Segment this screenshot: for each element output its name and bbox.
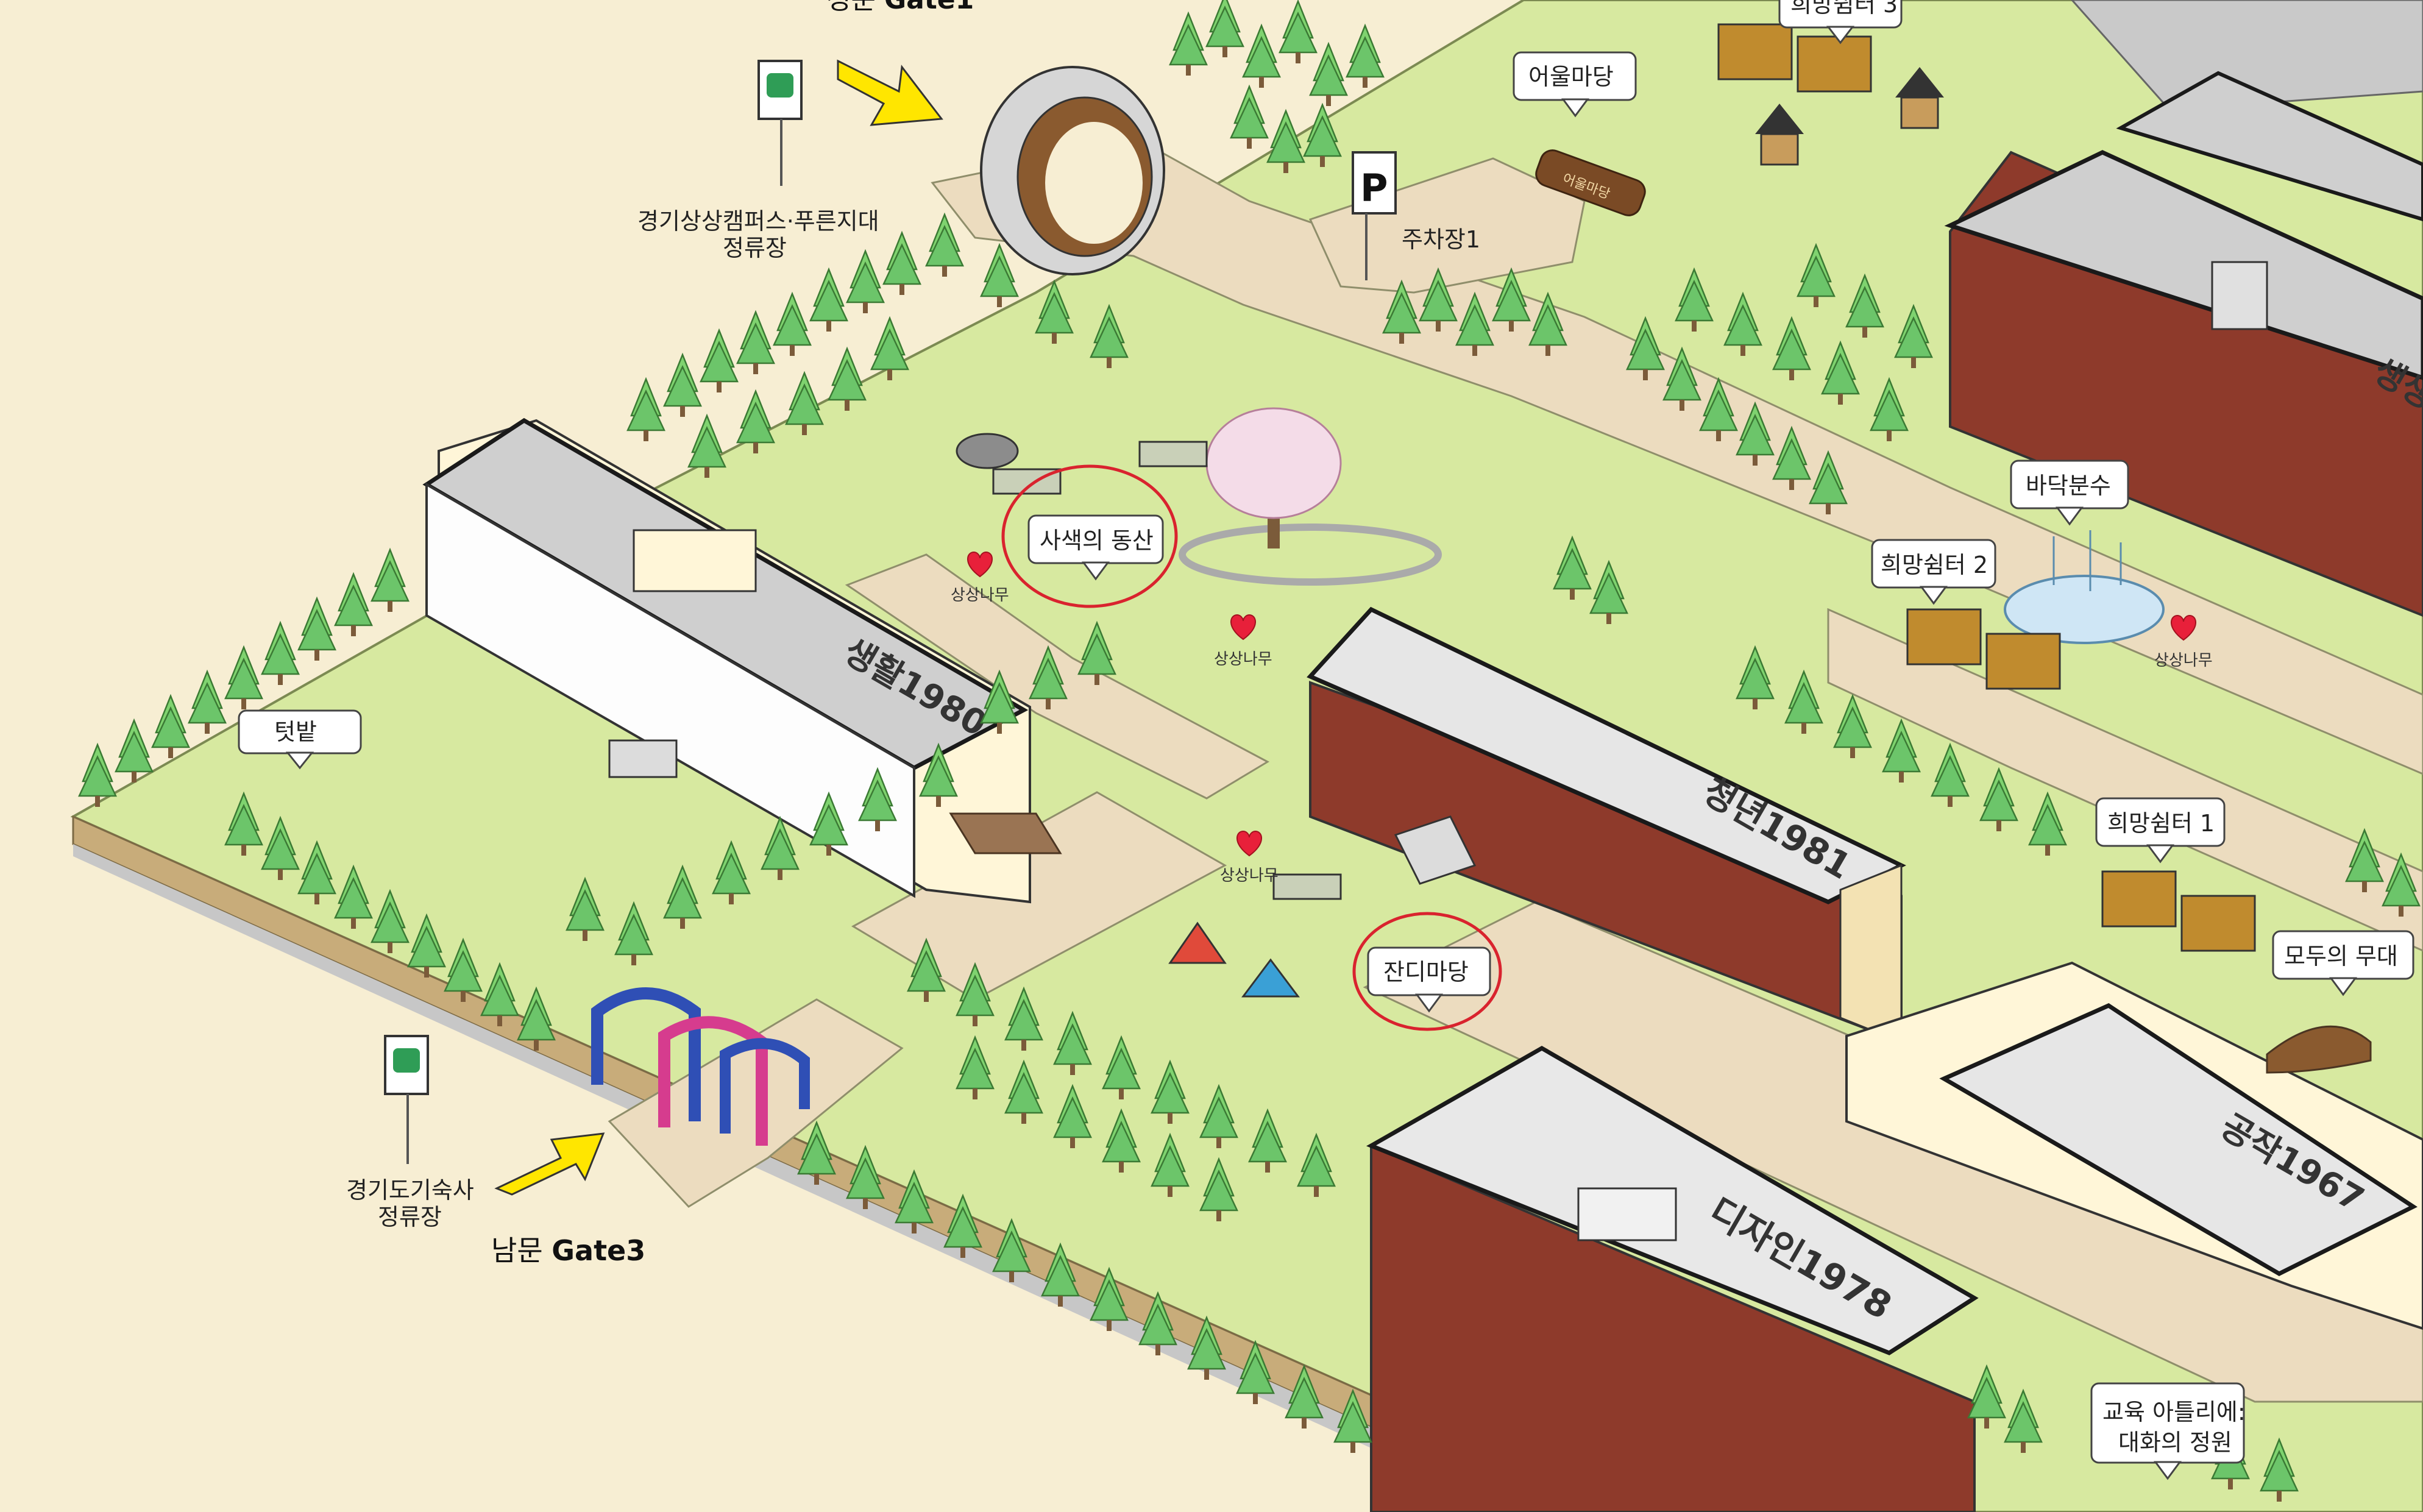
bus-stop-south-line2[interactable]: 정류장 [378, 1204, 442, 1230]
floor-fountain-label[interactable]: 바닥분수 [2010, 460, 2129, 526]
south-gate-prefix: 남문 [491, 1234, 543, 1267]
pavilions [1717, 23, 2256, 952]
svg-text:희망쉼터 1: 희망쉼터 1 [2107, 810, 2215, 837]
north-gate-name: Gate1 [884, 0, 974, 15]
vegetable-garden-label[interactable]: 텃밭 [238, 709, 362, 770]
south-gate-arch [591, 987, 810, 1146]
imagination-tree-2[interactable]: 상상나무 [1214, 614, 1272, 669]
building-cheongnyeon-1981[interactable]: 청년1981 [1307, 606, 1906, 1044]
parking-letter: P [1360, 166, 1388, 210]
svg-text:희망쉼터 2: 희망쉼터 2 [1881, 552, 1988, 578]
building-saengsaeng[interactable]: 생생 [1944, 71, 2423, 617]
svg-text:사색의 동산: 사색의 동산 [1040, 527, 1154, 554]
everyones-stage-label[interactable]: 모두의 무대 [2272, 930, 2414, 996]
bus-stop-south-line1[interactable]: 경기도기숙사 [346, 1177, 474, 1204]
building-design-1978[interactable]: 디자인1978 [1366, 1045, 1979, 1512]
bus-stop-sign-south [384, 1035, 429, 1164]
parking-lot-1-label[interactable]: 주차장1 [1402, 226, 1480, 253]
parking-sign: P [1352, 151, 1397, 280]
hope-shelter-2-label[interactable]: 희망쉼터 2 [1871, 539, 1996, 605]
svg-text:교육 아틀리에:: 교육 아틀리에: [2102, 1399, 2246, 1425]
south-gate-arrow [494, 1132, 605, 1196]
education-atelier-label[interactable]: 교육 아틀리에: 대화의 정원 [2090, 1382, 2246, 1480]
imagination-tree-3[interactable]: 상상나무 [1220, 831, 1279, 885]
svg-text:대화의 정원: 대화의 정원 [2118, 1429, 2232, 1456]
thinking-hill-label[interactable]: 사색의 동산 [1027, 514, 1164, 581]
svg-text:희망쉼터 3: 희망쉼터 3 [1790, 0, 1898, 18]
svg-text:텃밭: 텃밭 [274, 719, 317, 745]
imagination-tree-label: 상상나무 [1214, 650, 1272, 669]
imagination-tree-4[interactable]: 상상나무 [2154, 615, 2213, 670]
eoul-madang-label[interactable]: 어울마당 [1513, 51, 1637, 118]
south-gate-label[interactable]: 남문 Gate3 [491, 1234, 645, 1267]
blossom-tree [1179, 407, 1442, 586]
north-gate-ring [980, 66, 1165, 275]
stage-platform [2266, 1025, 2372, 1074]
lawn-yard-label[interactable]: 잔디마당 [1367, 946, 1491, 1013]
building-gongjak-1967[interactable]: 공작1967 [1845, 961, 2423, 1330]
imagination-tree-1[interactable]: 상상나무 [951, 552, 1009, 605]
north-gate-prefix: 정문 [826, 0, 876, 15]
imagination-tree-label: 상상나무 [2154, 651, 2213, 670]
svg-text:모두의 무대: 모두의 무대 [2284, 943, 2398, 970]
svg-text:어울마당: 어울마당 [1528, 63, 1614, 90]
svg-text:정문 Gate1: 정문 Gate1 [826, 0, 974, 15]
hope-shelter-3-label[interactable]: 희망쉼터 3 [1778, 0, 1903, 44]
campus-paths [608, 139, 2423, 1403]
imagination-tree-label: 상상나무 [1220, 867, 1279, 885]
imagination-tree-label: 상상나무 [951, 586, 1009, 605]
svg-text:남문 Gate3: 남문 Gate3 [491, 1234, 645, 1267]
north-gate-label[interactable]: 정문 Gate1 [826, 0, 974, 15]
svg-text:바닥분수: 바닥분수 [2026, 472, 2111, 499]
fountain [2004, 530, 2165, 644]
north-gate-arrow [837, 59, 943, 126]
lawn-highlight [1352, 912, 1502, 1031]
svg-text:잔디마당: 잔디마당 [1383, 959, 1469, 985]
tents [1168, 921, 1300, 998]
hope-shelter-1-label[interactable]: 희망쉼터 1 [2095, 797, 2226, 864]
bus-stop-north-line2[interactable]: 정류장 [723, 235, 787, 261]
thinking-hill-highlight [1001, 464, 1178, 608]
south-gate-name: Gate3 [552, 1234, 645, 1267]
bus-stop-north-line1[interactable]: 경기상상캠퍼스·푸른지대 [637, 208, 879, 235]
bus-stop-sign-north [757, 60, 803, 186]
